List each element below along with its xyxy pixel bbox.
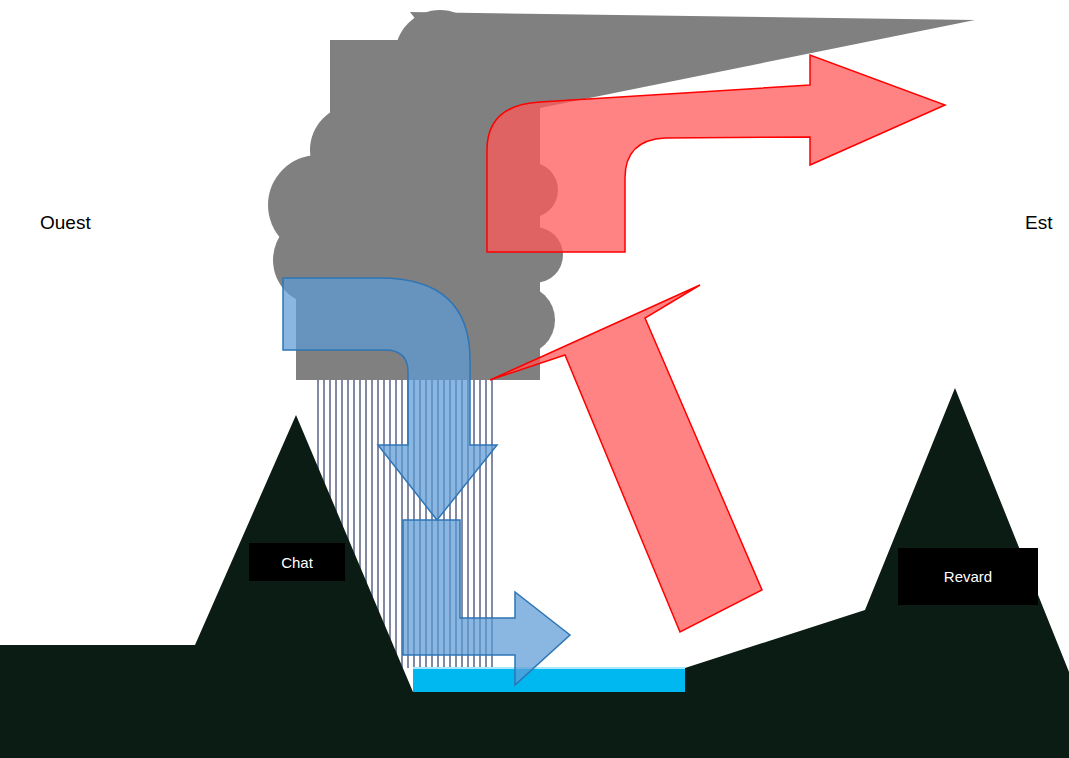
mountain-name: Revard	[944, 568, 992, 585]
anvil-outflow-arrow	[487, 55, 945, 252]
mountain-name-box: Chat	[249, 543, 345, 581]
direction-label: Ouest	[40, 212, 91, 234]
mountains-ground	[0, 388, 1069, 758]
cloud-puff	[485, 285, 555, 355]
updraft-arrow	[490, 285, 762, 632]
outflow-arrow	[403, 520, 570, 685]
mountain-name: Chat	[281, 554, 313, 571]
direction-label: Est	[1025, 212, 1052, 234]
lake-surface	[413, 667, 685, 669]
downdraft-arrow	[283, 278, 497, 520]
mountain-name-box: Revard	[898, 548, 1038, 605]
rain-line	[389, 380, 390, 668]
rain-line	[395, 380, 396, 668]
lake	[413, 668, 685, 692]
